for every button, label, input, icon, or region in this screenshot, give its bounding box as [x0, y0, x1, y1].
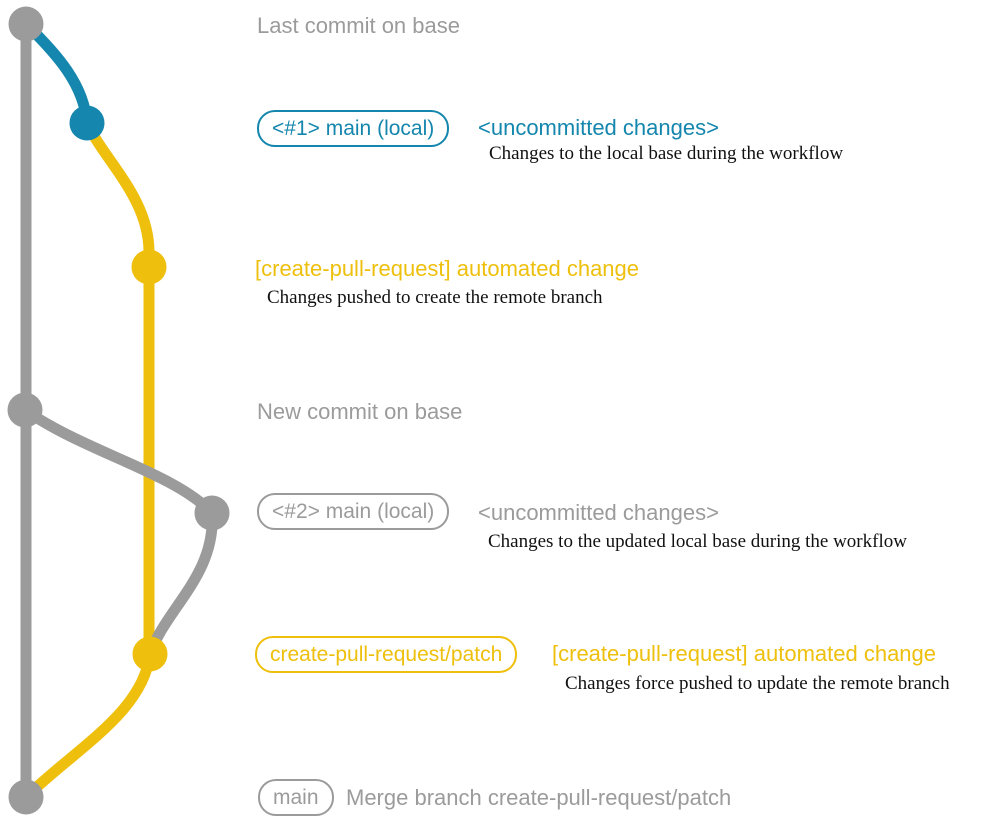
uncommitted-changes-title-2: <uncommitted changes>	[478, 500, 719, 525]
automated-change-desc-2: Changes force pushed to update the remot…	[565, 673, 950, 694]
last-commit-label: Last commit on base	[257, 13, 460, 38]
automated-change-desc-1: Changes pushed to create the remote bran…	[267, 287, 603, 308]
commit-dot-local-1	[69, 105, 105, 141]
pr-branch-line	[81, 117, 155, 660]
local-change-branch-2-curve	[19, 404, 218, 519]
uncommitted-changes-title-1: <uncommitted changes>	[478, 115, 719, 140]
new-commit-label: New commit on base	[257, 399, 463, 424]
commit-dot-last-base	[8, 6, 44, 42]
commit-dot-local-2	[194, 495, 230, 531]
automated-change-title-1: [create-pull-request] automated change	[255, 256, 640, 281]
uncommitted-changes-desc-1: Changes to the local base during the wor…	[489, 143, 844, 164]
uncommitted-changes-desc-2: Changes to the updated local base during…	[488, 531, 907, 552]
branch-badge-main-local-1: <#1> main (local)	[257, 110, 450, 147]
automated-change-title-2: [create-pull-request] automated change	[552, 641, 937, 666]
merge-commit-title: Merge branch create-pull-request/patch	[346, 785, 732, 810]
pr-merge-curve	[20, 648, 156, 803]
branch-badge-pr-patch: create-pull-request/patch	[255, 636, 518, 673]
commit-dot-merge	[8, 779, 44, 815]
branch-badge-main: main	[258, 779, 334, 816]
commit-dot-pr-1	[131, 249, 167, 285]
commit-dot-new-base	[7, 392, 43, 428]
commit-dot-pr-2	[132, 636, 168, 672]
branch-badge-main-local-2: <#2> main (local)	[257, 493, 450, 530]
force-push-curve	[144, 507, 218, 660]
